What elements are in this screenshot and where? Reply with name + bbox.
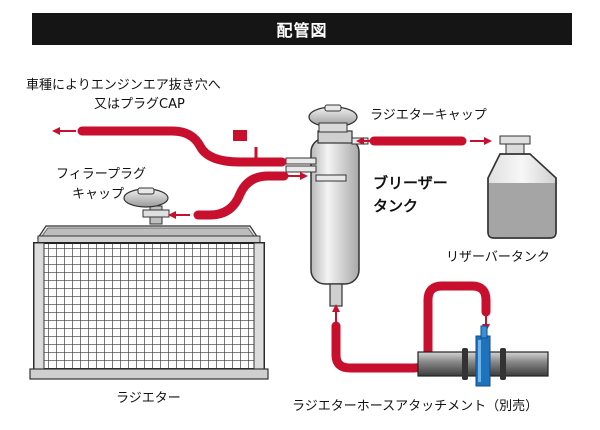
radiator-hose-attachment <box>417 325 549 387</box>
diagram-title: 配管図 <box>32 13 572 45</box>
radiator <box>29 225 269 380</box>
radiator-cap-label: ラジエターキャップ <box>370 108 487 123</box>
filler-plug-hose <box>193 171 289 220</box>
reservoir-tank-label: リザーバータンク <box>446 250 550 265</box>
hose-attachment-label: ラジエターホースアタッチメント（別売） <box>292 398 538 414</box>
breather-tank-label-line1: ブリーザー <box>373 174 448 192</box>
radiator-label: ラジエター <box>116 391 181 406</box>
engine-vent-label-line2: 又はプラグCAP <box>94 97 185 112</box>
reservoir-tank <box>487 135 557 239</box>
plug-cap-bracket <box>254 147 282 167</box>
plug-cap-block <box>233 130 247 141</box>
filler-plug-label-line1: フィラープラグ <box>56 167 146 182</box>
flow-arrows <box>52 127 492 332</box>
filler-plug-label-line2: キャップ <box>72 187 124 202</box>
engine-vent-hose <box>77 126 287 167</box>
breather-tank <box>285 130 369 307</box>
breather-tank-label-line2: タンク <box>373 197 418 215</box>
radiator-cap <box>308 104 358 133</box>
filler-plug-cap <box>123 187 170 225</box>
engine-vent-label-line1: 車種によりエンジンエア抜き穴へ <box>26 77 221 93</box>
